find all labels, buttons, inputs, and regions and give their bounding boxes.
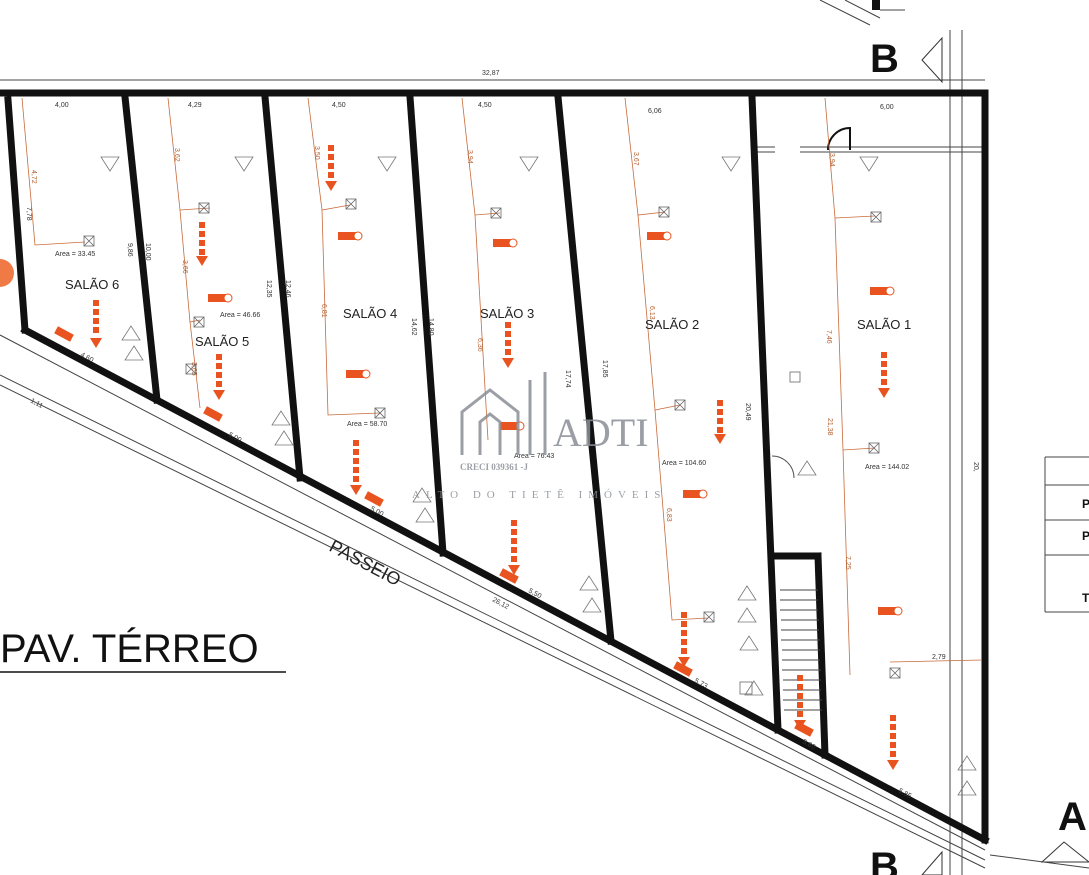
section-b-top: B (870, 37, 899, 81)
lamp-symbols (100, 156, 977, 796)
legend-table: P P T (1044, 456, 1089, 613)
door-arc-stair (771, 455, 795, 479)
edge-marker (0, 259, 14, 287)
room-name-salao-3: SALÃO 3 (480, 306, 534, 321)
watermark-logo-icon (460, 372, 547, 455)
svg-text:6,13: 6,13 (648, 306, 655, 320)
svg-text:21,38: 21,38 (826, 418, 833, 436)
wall-length-texts: 7,78 9,86 10,00 12,35 12,46 14,62 14,80 … (25, 207, 979, 472)
section-b-bottom-arrow (921, 850, 943, 875)
room-name-salao-1: SALÃO 1 (857, 317, 911, 332)
table-label-2: P (1082, 529, 1089, 543)
door-arc-salao1 (827, 126, 851, 151)
page-title: PAV. TÉRREO (0, 626, 259, 671)
outlet-symbols (83, 198, 901, 695)
svg-text:12,46: 12,46 (284, 280, 291, 298)
area-salao-2: Area = 104.60 (662, 460, 706, 467)
room-width-3: 4,50 (478, 102, 492, 109)
svg-text:14,80: 14,80 (427, 318, 434, 336)
svg-text:3,66: 3,66 (181, 260, 188, 274)
svg-text:12,35: 12,35 (265, 280, 272, 298)
table-label-3: T (1082, 591, 1089, 605)
svg-text:6,81: 6,81 (320, 304, 327, 318)
overall-dimension: 32,87 (482, 70, 500, 77)
svg-text:17,74: 17,74 (564, 370, 571, 388)
svg-text:6,83: 6,83 (665, 508, 672, 522)
room-width-1: 6,00 (880, 104, 894, 111)
svg-text:4,72: 4,72 (30, 170, 37, 184)
section-a: A (1058, 795, 1087, 839)
room-width-6: 4,00 (55, 102, 69, 109)
area-salao-3: Area = 76.43 (514, 453, 554, 460)
svg-text:7,25: 7,25 (844, 556, 851, 570)
svg-text:3,94: 3,94 (828, 153, 835, 167)
fixture-markers (54, 231, 903, 737)
svg-text:6,36: 6,36 (476, 338, 483, 352)
watermark-brand: ADTI (553, 410, 649, 455)
top-door-detail (819, 0, 905, 26)
arrow-markers (90, 145, 899, 770)
svg-text:3,50: 3,50 (313, 146, 320, 160)
area-salao-4: Area = 58.70 (347, 421, 387, 428)
section-a-arrow (1040, 841, 1089, 863)
room-width-4: 4,50 (332, 102, 346, 109)
svg-text:17,85: 17,85 (601, 360, 608, 378)
watermark: ADTI CRECI 039361 -J ALTO DO TIETÊ IMÓVE… (412, 372, 666, 501)
svg-text:10,00: 10,00 (144, 243, 151, 261)
svg-text:1,11: 1,11 (29, 398, 44, 410)
watermark-tagline: ALTO DO TIETÊ IMÓVEIS (412, 489, 666, 501)
room-name-salao-4: SALÃO 4 (343, 306, 397, 321)
svg-text:20,: 20, (972, 462, 979, 472)
svg-text:14,62: 14,62 (410, 318, 417, 336)
svg-text:3,67: 3,67 (632, 152, 639, 166)
svg-text:3,94: 3,94 (466, 150, 473, 164)
thin-lines (0, 30, 986, 875)
stairs (780, 589, 822, 711)
svg-text:3,62: 3,62 (173, 148, 180, 162)
room-name-salao-6: SALÃO 6 (65, 277, 119, 292)
room-name-salao-5: SALÃO 5 (195, 334, 249, 349)
svg-text:9,86: 9,86 (126, 243, 133, 257)
walls (0, 89, 990, 845)
section-b-top-arrow (921, 36, 943, 84)
svg-text:7,78: 7,78 (25, 207, 32, 221)
room-name-salao-2: SALÃO 2 (645, 317, 699, 332)
svg-text:26,12: 26,12 (491, 597, 510, 611)
passeio-label: PASSEIO (326, 536, 404, 590)
svg-text:3,65: 3,65 (190, 362, 197, 376)
svg-text:20,49: 20,49 (744, 403, 751, 421)
room-width-2: 6,06 (648, 108, 662, 115)
room-width-5: 4,29 (188, 102, 202, 109)
table-label-1: P (1082, 497, 1089, 511)
dimension-lines (21, 97, 983, 676)
area-salao-5: Area = 46.66 (220, 312, 260, 319)
area-salao-1: Area = 144.02 (865, 464, 909, 471)
watermark-creci: CRECI 039361 -J (460, 462, 529, 472)
section-b-bottom: B (870, 845, 899, 875)
svg-text:2,79: 2,79 (932, 654, 946, 661)
inner-dimension-texts: 4,72 3,62 3,66 3,65 3,50 6,81 3,94 6,36 … (30, 146, 946, 661)
area-salao-6: Area = 33.45 (55, 251, 95, 258)
svg-text:7,46: 7,46 (825, 330, 832, 344)
